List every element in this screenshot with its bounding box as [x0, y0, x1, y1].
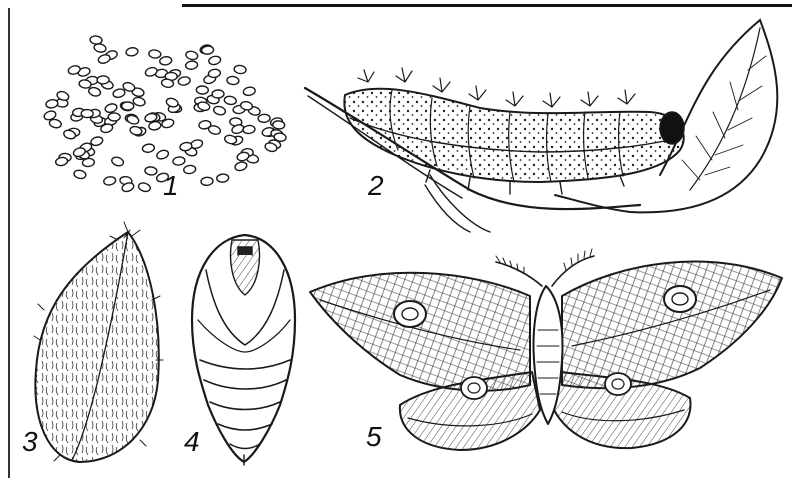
- cocoon-stage-number: 3: [22, 428, 38, 456]
- egg-stage-number: 1: [163, 172, 179, 200]
- egg: [178, 76, 191, 86]
- egg: [103, 176, 116, 186]
- egg: [258, 114, 270, 123]
- moth-drawing: [310, 249, 782, 450]
- egg: [183, 165, 196, 175]
- egg: [201, 177, 214, 186]
- egg: [201, 46, 214, 55]
- egg: [122, 102, 134, 110]
- egg: [165, 97, 179, 108]
- egg: [212, 90, 224, 98]
- egg: [97, 53, 111, 64]
- pupa-stage-number: 4: [184, 428, 200, 456]
- egg: [81, 109, 93, 117]
- egg: [148, 49, 161, 58]
- egg: [97, 76, 109, 84]
- egg: [224, 134, 238, 145]
- egg: [234, 65, 247, 75]
- egg: [156, 149, 170, 160]
- egg: [73, 169, 86, 179]
- egg: [126, 114, 140, 125]
- egg: [227, 76, 240, 85]
- egg: [88, 86, 102, 97]
- egg: [108, 113, 120, 121]
- egg: [45, 99, 58, 109]
- egg: [208, 69, 221, 79]
- egg: [185, 50, 198, 60]
- egg: [196, 86, 208, 94]
- egg: [90, 35, 103, 44]
- egg: [234, 161, 248, 172]
- caterpillar-stage-number: 2: [368, 172, 384, 200]
- pupa-drawing: [192, 235, 295, 465]
- egg: [172, 156, 185, 166]
- egg: [216, 174, 229, 183]
- egg: [112, 88, 126, 99]
- egg: [272, 120, 285, 129]
- egg: [111, 156, 125, 167]
- egg: [185, 60, 198, 70]
- egg: [208, 55, 221, 65]
- egg: [104, 103, 118, 114]
- egg: [137, 182, 151, 193]
- egg: [145, 166, 158, 175]
- egg: [213, 105, 227, 116]
- egg: [159, 56, 172, 66]
- egg: [243, 86, 256, 96]
- egg: [224, 96, 237, 106]
- egg: [93, 43, 106, 53]
- egg: [243, 125, 256, 134]
- egg: [126, 47, 139, 57]
- cocoon-drawing: [34, 222, 163, 462]
- moth-stage-number: 5: [366, 423, 382, 451]
- egg: [142, 143, 155, 153]
- egg: [55, 157, 68, 167]
- egg: [90, 136, 104, 147]
